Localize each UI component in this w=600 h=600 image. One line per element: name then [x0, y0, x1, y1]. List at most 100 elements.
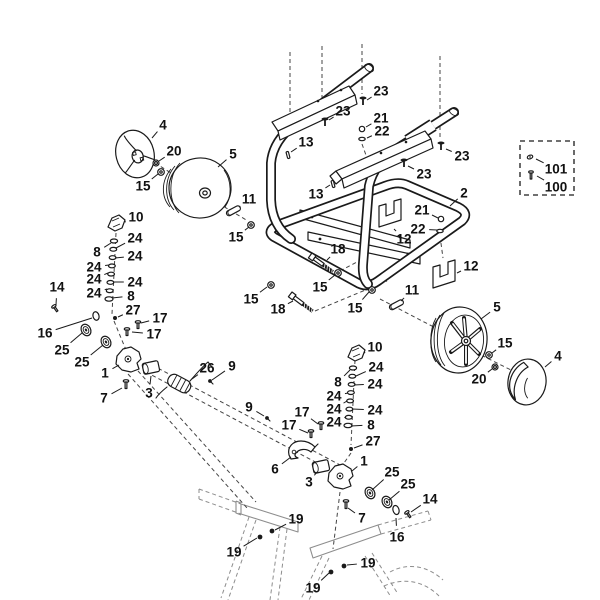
- leader-line: [351, 466, 358, 472]
- axle-pin-11-left: [225, 205, 242, 217]
- callout-20: 20: [166, 144, 181, 159]
- leader-line: [344, 392, 349, 395]
- leader-line: [111, 296, 123, 299]
- callout-24: 24: [127, 231, 143, 246]
- leader-line: [393, 228, 397, 232]
- pin-9-left: [208, 379, 214, 385]
- callout-8: 8: [334, 375, 342, 390]
- screw-7-right: [342, 499, 350, 510]
- callout-4: 4: [159, 118, 167, 133]
- leader-line: [244, 226, 250, 231]
- leader-line: [361, 291, 370, 300]
- leader-line: [343, 369, 351, 377]
- callout-25: 25: [400, 477, 416, 492]
- callout-9: 9: [228, 359, 236, 374]
- leader-line: [407, 165, 415, 170]
- callout-24: 24: [127, 249, 143, 264]
- callout-27: 27: [125, 303, 140, 318]
- leader-line: [313, 471, 318, 476]
- leader-line: [90, 344, 104, 356]
- callout-4: 4: [554, 349, 562, 364]
- leader-line: [366, 96, 372, 101]
- callout-12: 12: [396, 232, 411, 247]
- callout-19: 19: [288, 512, 303, 527]
- callout-17: 17: [146, 327, 161, 342]
- callout-1: 1: [360, 454, 368, 469]
- latch-lever-6: [288, 440, 319, 460]
- callout-8: 8: [93, 245, 101, 260]
- callout-16: 16: [37, 326, 53, 341]
- callout-7: 7: [100, 391, 108, 406]
- callout-24: 24: [326, 415, 342, 430]
- screws-23: [321, 96, 445, 167]
- leader-line: [480, 311, 491, 320]
- leader-line: [544, 361, 552, 368]
- leader-line: [491, 349, 497, 354]
- callout-1: 1: [101, 366, 109, 381]
- pivot-bracket-1-right: [327, 463, 354, 490]
- leader-line: [388, 490, 400, 501]
- callout-10: 10: [128, 210, 143, 225]
- clamp-block-12-lower: [432, 259, 456, 289]
- callout-5: 5: [229, 147, 237, 162]
- callout-5: 5: [493, 300, 501, 315]
- leader-line: [366, 135, 373, 139]
- leader-line: [256, 410, 265, 417]
- grommet-25-left-2: [100, 335, 112, 349]
- cable-clamp-10-left: [107, 214, 126, 232]
- callout-14: 14: [422, 492, 438, 507]
- frame-base-loop: [265, 178, 471, 291]
- callout-25: 25: [54, 343, 70, 358]
- washer-stack-right: [343, 365, 358, 451]
- leader-line: [350, 424, 363, 427]
- axle-pin-11-right: [388, 299, 405, 311]
- handle-rail-right: [329, 130, 434, 189]
- ring-16-right: [392, 504, 400, 516]
- callout-24: 24: [367, 403, 383, 418]
- leader-line: [115, 242, 126, 249]
- callout-21: 21: [373, 111, 389, 126]
- callout-7: 7: [358, 511, 366, 526]
- callout-15: 15: [497, 336, 513, 351]
- callout-23: 23: [454, 149, 470, 164]
- ring-16-left: [92, 311, 100, 321]
- leader-line: [326, 256, 331, 261]
- callout-9: 9: [245, 400, 253, 415]
- bushing-3-right: [311, 459, 331, 474]
- leader-line: [410, 504, 422, 513]
- leader-line: [328, 116, 334, 121]
- leader-line: [281, 456, 292, 465]
- leader-line: [445, 148, 452, 152]
- leader-line: [431, 214, 439, 219]
- leader-line: [149, 375, 152, 385]
- leader-line: [343, 400, 348, 404]
- leader-line: [365, 123, 372, 128]
- leader-line: [346, 563, 357, 566]
- leader-line: [112, 364, 120, 370]
- washer-stack-left: [104, 238, 119, 320]
- leader-line: [104, 272, 109, 276]
- callout-24: 24: [326, 402, 342, 417]
- washer-22-upper: [358, 136, 366, 142]
- leader-line: [103, 242, 112, 248]
- leader-line: [243, 537, 258, 547]
- callout-11: 11: [405, 283, 420, 298]
- callout-19: 19: [305, 581, 320, 596]
- callout-22: 22: [410, 222, 425, 237]
- callout-8: 8: [367, 418, 375, 433]
- wheel-left: [162, 157, 232, 219]
- leader-line: [363, 351, 366, 354]
- leader-line: [355, 371, 366, 377]
- callout-23: 23: [416, 167, 432, 182]
- callout-20: 20: [471, 372, 486, 387]
- ghost-frame-leg-right: [300, 510, 444, 600]
- ghost-frame-leg-left: [198, 488, 299, 600]
- callout-26: 26: [199, 361, 215, 376]
- leader-line: [287, 300, 294, 305]
- callout-101: 101: [545, 162, 568, 177]
- leader-line: [217, 159, 227, 168]
- leader-line: [131, 331, 143, 334]
- pin-13-upper: [285, 150, 291, 160]
